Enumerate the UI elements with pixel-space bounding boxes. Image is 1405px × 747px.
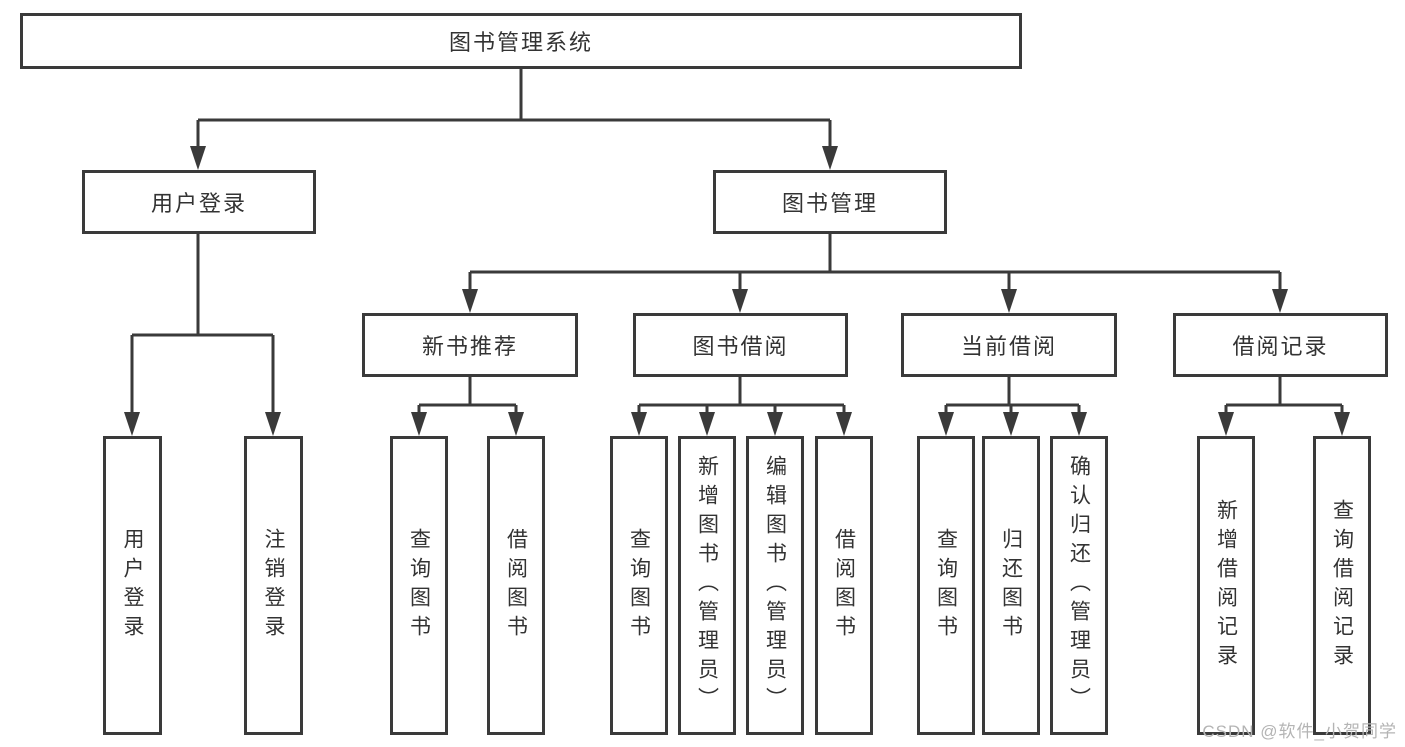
leaf-add-book-admin: 新增图书（管理员） (678, 436, 736, 735)
node-root-system-label: 图书管理系统 (448, 30, 593, 55)
arrow-icon (767, 412, 783, 436)
node-new-book-recommend-label: 新书推荐 (421, 334, 518, 359)
leaf-logout: 注销登录 (244, 436, 303, 735)
node-current-borrowing-label: 当前借阅 (960, 334, 1057, 359)
leaf-add-book-admin-label: 新增图书（管理员） (695, 455, 719, 716)
leaf-add-borrow-record-label: 新增借阅记录 (1214, 498, 1238, 673)
leaf-edit-book-admin: 编辑图书（管理员） (746, 436, 804, 735)
leaf-user-login-label: 用户登录 (121, 527, 144, 644)
arrow-icon (411, 412, 427, 436)
node-current-borrowing: 当前借阅 (901, 313, 1117, 377)
arrow-icon (265, 412, 281, 436)
leaf-return-books-label: 归还图书 (999, 527, 1023, 644)
arrow-icon (462, 289, 478, 313)
node-book-borrowing-label: 图书借阅 (692, 334, 789, 359)
leaf-query-books-borrowing: 查询图书 (610, 436, 668, 735)
connector-current-borrowing-to-leaves (944, 377, 1081, 416)
arrow-icon (732, 289, 748, 313)
leaf-query-borrow-record-label: 查询借阅记录 (1330, 498, 1354, 673)
leaf-borrow-books-recommend-label: 借阅图书 (504, 527, 528, 644)
arrow-icon (190, 146, 206, 170)
leaf-logout-label: 注销登录 (262, 527, 285, 644)
connector-book-borrowing-to-leaves (637, 377, 846, 416)
arrow-icon (1272, 289, 1288, 313)
leaf-return-books: 归还图书 (982, 436, 1040, 735)
watermark: CSDN @软件_小贺同学 (1202, 722, 1397, 741)
leaf-query-books-borrowing-label: 查询图书 (627, 527, 651, 644)
node-new-book-recommend: 新书推荐 (362, 313, 578, 377)
leaf-borrow-books-recommend: 借阅图书 (487, 436, 545, 735)
connector-new-book-recommend-to-leaves (417, 377, 518, 416)
node-borrow-records-label: 借阅记录 (1232, 334, 1329, 359)
node-book-management: 图书管理 (713, 170, 947, 234)
leaf-edit-book-admin-label: 编辑图书（管理员） (763, 455, 787, 716)
arrow-icon (508, 412, 524, 436)
leaf-query-books-recommend-label: 查询图书 (407, 527, 431, 644)
connector-root-to-level1 (196, 69, 832, 150)
node-book-borrowing: 图书借阅 (633, 313, 848, 377)
leaf-query-books-current-label: 查询图书 (934, 527, 958, 644)
arrow-icon (124, 412, 140, 436)
arrow-icon (1001, 289, 1017, 313)
leaf-query-books-recommend: 查询图书 (390, 436, 448, 735)
leaf-user-login: 用户登录 (103, 436, 162, 735)
connector-book-management-to-level2 (468, 234, 1282, 293)
node-user-login: 用户登录 (82, 170, 316, 234)
arrow-icon (1003, 412, 1019, 436)
arrow-icon (822, 146, 838, 170)
arrow-icon (938, 412, 954, 436)
node-user-login-label: 用户登录 (150, 191, 247, 216)
node-book-management-label: 图书管理 (781, 191, 878, 216)
leaf-add-borrow-record: 新增借阅记录 (1197, 436, 1255, 735)
leaf-query-books-current: 查询图书 (917, 436, 975, 735)
node-borrow-records: 借阅记录 (1173, 313, 1388, 377)
connector-borrow-records-to-leaves (1224, 377, 1344, 416)
arrow-icon (1334, 412, 1350, 436)
arrow-icon (699, 412, 715, 436)
leaf-confirm-return-admin: 确认归还（管理员） (1050, 436, 1108, 735)
node-root-system: 图书管理系统 (20, 13, 1022, 69)
arrow-icon (631, 412, 647, 436)
leaf-confirm-return-admin-label: 确认归还（管理员） (1067, 455, 1091, 716)
leaf-query-borrow-record: 查询借阅记录 (1313, 436, 1371, 735)
connector-user-login-to-leaves (130, 234, 275, 416)
arrow-icon (836, 412, 852, 436)
leaf-borrow-books-borrowing: 借阅图书 (815, 436, 873, 735)
leaf-borrow-books-borrowing-label: 借阅图书 (832, 527, 856, 644)
arrow-icon (1071, 412, 1087, 436)
arrow-icon (1218, 412, 1234, 436)
